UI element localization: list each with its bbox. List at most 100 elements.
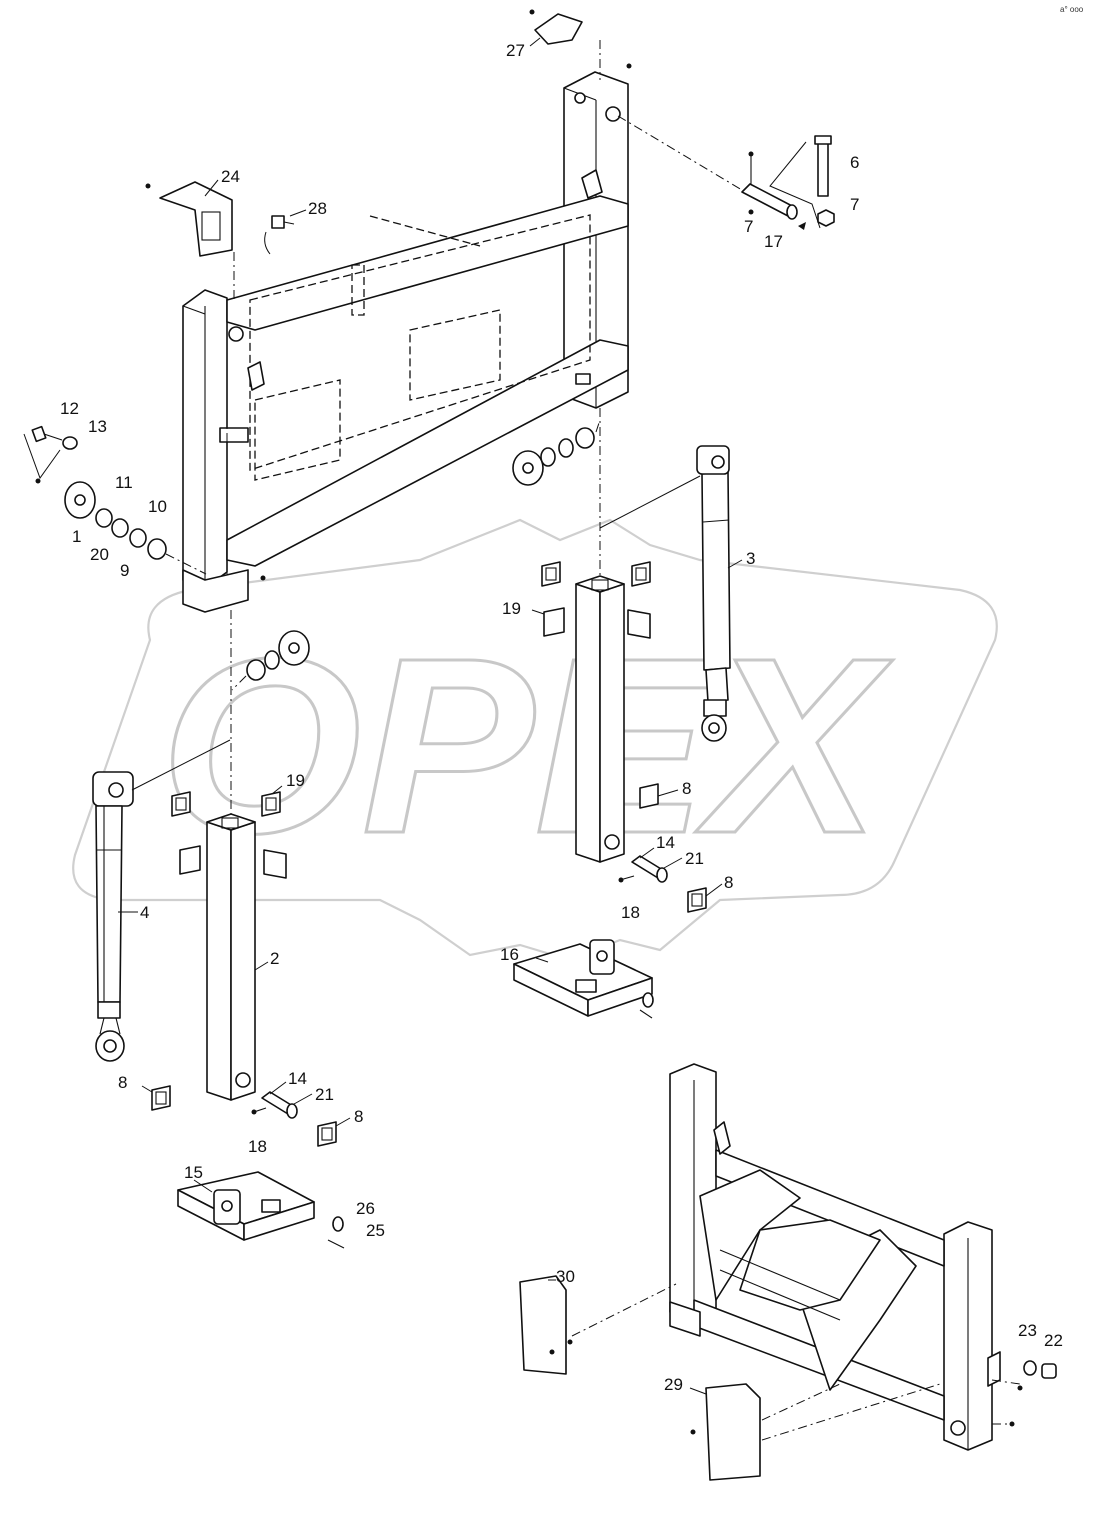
- cradle-rib-a: [719, 1249, 841, 1301]
- callout-14-left[interactable]: 14: [288, 1069, 307, 1088]
- leader-15: [193, 1179, 213, 1193]
- tube-r-bottom-hole: [604, 834, 620, 850]
- cl-right-hardware: [595, 419, 601, 433]
- callout-10[interactable]: 10: [148, 497, 167, 516]
- cover-nut: [626, 63, 632, 69]
- right-column-top-hole: [574, 92, 586, 104]
- callout-16[interactable]: 16: [500, 945, 519, 964]
- wear-pad-19c: [179, 845, 201, 875]
- callout-18-left[interactable]: 18: [248, 1137, 267, 1156]
- wear-pad-r-b: [631, 561, 651, 587]
- center-saddle-left: [699, 1169, 801, 1301]
- callout-22[interactable]: 22: [1044, 1331, 1063, 1350]
- cylinder-3-rod: [705, 667, 729, 703]
- assembly-lines: [131, 40, 1021, 1441]
- clip-26: [332, 1216, 344, 1232]
- callout-15[interactable]: 15: [184, 1163, 203, 1182]
- plate-16-clip: [642, 992, 654, 1008]
- cl-right-post: [991, 1379, 1021, 1385]
- callout-21-right[interactable]: 21: [685, 849, 704, 868]
- bushing-9: [147, 538, 167, 560]
- pin-14b-end: [286, 1103, 298, 1119]
- callout-30[interactable]: 30: [556, 1267, 575, 1286]
- callout-8-left-upper[interactable]: 8: [118, 1073, 127, 1092]
- leader-21a: [663, 857, 683, 869]
- wear-pad-19a: [171, 791, 191, 817]
- pin-14a-end: [656, 867, 668, 883]
- bolt-12-shank: [43, 433, 63, 441]
- leader-3: [727, 559, 743, 569]
- wear-pad-19b-inner: [265, 797, 277, 811]
- callout-2[interactable]: 2: [270, 949, 279, 968]
- flange-hole: [74, 494, 86, 506]
- callout-23[interactable]: 23: [1018, 1321, 1037, 1340]
- right-ring-b: [558, 438, 574, 458]
- leader-2: [254, 961, 269, 971]
- screw-right-mid: [1017, 1385, 1023, 1391]
- ring-10: [111, 518, 129, 538]
- callout-29[interactable]: 29: [664, 1375, 683, 1394]
- cl-pin-17: [617, 115, 743, 191]
- leader-24: [204, 179, 219, 197]
- cl-mid-flange: [231, 675, 247, 691]
- callout-17[interactable]: 17: [764, 232, 783, 251]
- wear-pad-r-c: [543, 607, 565, 637]
- center-bracket: [351, 264, 365, 316]
- callout-28[interactable]: 28: [308, 199, 327, 218]
- bolt-28: [264, 215, 295, 255]
- callout-3[interactable]: 3: [746, 549, 755, 568]
- callout-7-right[interactable]: 7: [850, 195, 859, 214]
- callout-20[interactable]: 20: [90, 545, 109, 564]
- callout-6[interactable]: 6: [850, 153, 859, 172]
- callout-8-left-lower[interactable]: 8: [354, 1107, 363, 1126]
- callout-19-left[interactable]: 19: [286, 771, 305, 790]
- bolt-6-head: [814, 135, 832, 145]
- arrow-17: [798, 222, 806, 230]
- callout-27[interactable]: 27: [506, 41, 525, 60]
- bracket-screw: [145, 183, 151, 189]
- cover-plate-27: [529, 9, 632, 69]
- cylinder-3-eye-hole: [708, 722, 720, 734]
- right-hardware-stack: [512, 427, 595, 486]
- cylinder-4-neck-b: [115, 1017, 121, 1035]
- callout-13[interactable]: 13: [88, 417, 107, 436]
- left-lift-eye: [247, 361, 265, 391]
- callout-24[interactable]: 24: [221, 167, 240, 186]
- callout-1[interactable]: 1: [72, 527, 81, 546]
- wear-pad-19d: [263, 849, 287, 879]
- pin-25: [327, 1239, 345, 1249]
- pin-18a-head: [618, 877, 624, 883]
- cylinder-3-clevis: [703, 699, 727, 717]
- callout-4[interactable]: 4: [140, 903, 149, 922]
- callout-26[interactable]: 26: [356, 1199, 375, 1218]
- callout-21-left[interactable]: 21: [315, 1085, 334, 1104]
- bolt-leader: [264, 231, 271, 255]
- callout-18-right[interactable]: 18: [621, 903, 640, 922]
- wear-pad-r-a-inner: [545, 567, 557, 581]
- callout-14-right[interactable]: 14: [656, 833, 675, 852]
- callout-19-right[interactable]: 19: [502, 599, 521, 618]
- base-plate-15: [177, 1171, 345, 1249]
- callout-12[interactable]: 12: [60, 399, 79, 418]
- callout-11[interactable]: 11: [115, 473, 133, 492]
- ring-1: [95, 508, 113, 528]
- bolt-shank: [283, 221, 295, 225]
- callout-7-left[interactable]: 7: [744, 217, 753, 236]
- callout-8-right-lower[interactable]: 8: [724, 873, 733, 892]
- nut-7: [817, 209, 835, 227]
- callout-9[interactable]: 9: [120, 561, 129, 580]
- wear-pad-8a: [639, 783, 659, 809]
- left-column-top-edge: [182, 305, 206, 315]
- pin-set-right: [618, 855, 707, 913]
- callout-25[interactable]: 25: [366, 1221, 385, 1240]
- top-dashed-guide: [369, 215, 481, 247]
- cover-30-screw: [549, 1349, 555, 1355]
- cylinder-3-head-eye: [711, 455, 725, 469]
- nut-13: [62, 436, 78, 450]
- callout-8-right-upper[interactable]: 8: [682, 779, 691, 798]
- wear-pad-8d: [317, 1121, 337, 1147]
- cylinder-4-head-eye: [108, 782, 124, 798]
- bolt-head: [271, 215, 285, 229]
- hydraulic-cylinder-3: [696, 445, 731, 742]
